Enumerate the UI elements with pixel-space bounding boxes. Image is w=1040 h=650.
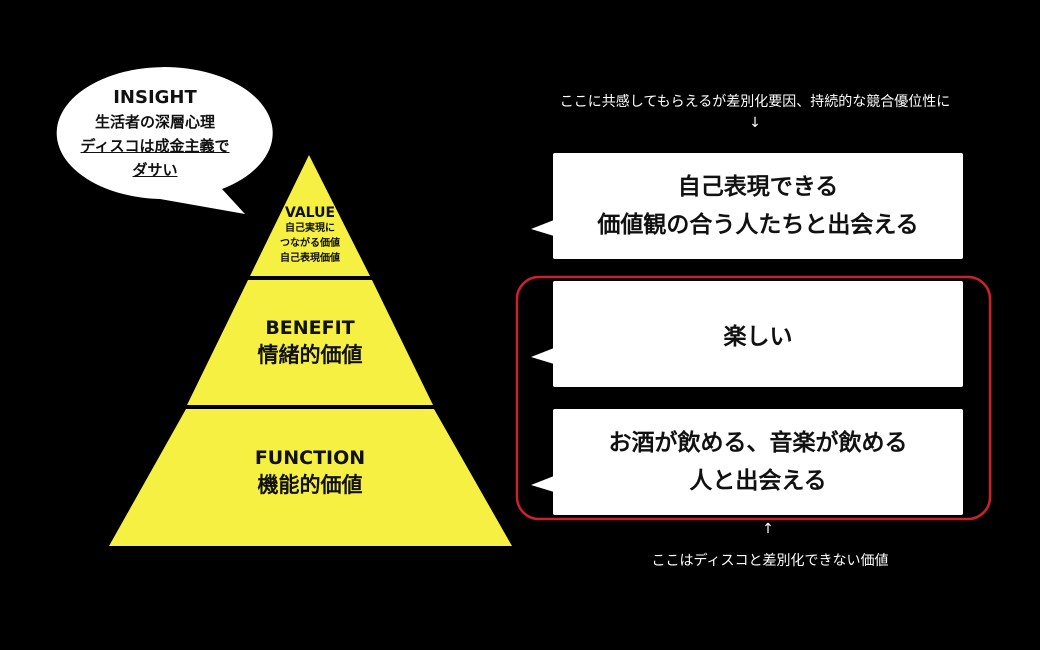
value-description-box: 自己表現できる 価値観の合う人たちと出会える [553,153,963,259]
pyramid-tier-function [109,409,512,546]
function-description-line-2: 人と出会える [689,468,827,494]
top-note: ここに共感してもらえるが差別化要因、持続的な競合優位性に [559,94,951,110]
bottom-note: ここはディスコと差別化できない価値 [651,553,889,569]
insight-speech-bubble [56,67,273,214]
pyramid-tier-value [250,155,370,276]
function-title: FUNCTION [254,447,366,469]
value-description-line-1: 自己表現できる [677,174,839,200]
value-tier-label: VALUE 自己実現に つながる価値 自己表現価値 [260,205,360,266]
function-description-box: お酒が飲める、音楽が飲める 人と出会える [553,409,963,515]
insight-line-3: ダサい [132,161,178,179]
insight-line-2: ディスコは成金主義で [80,137,230,155]
function-tier-label: FUNCTION 機能的価値 [200,446,420,500]
function-subtitle: 機能的価値 [257,473,363,497]
benefit-box-pointer [531,348,554,364]
value-sub-1: 自己実現に [285,223,335,234]
value-sub-3: 自己表現価値 [280,253,340,264]
benefit-tier-label: BENEFIT 情緒的価値 [220,316,400,370]
insight-text: INSIGHT 生活者の深層心理 ディスコは成金主義で ダサい [55,86,255,182]
up-arrow-icon: ↑ [762,521,774,537]
value-sub-2: つながる価値 [280,238,340,249]
benefit-title: BENEFIT [265,317,355,339]
down-arrow-icon: ↓ [749,115,761,131]
insight-title: INSIGHT [113,87,197,108]
value-title: VALUE [284,205,336,221]
highlight-frame [515,275,992,521]
value-box-pointer [531,220,554,236]
benefit-description-line-1: 楽しい [723,324,793,350]
function-box-pointer [531,476,554,492]
function-description-line-1: お酒が飲める、音楽が飲める [608,430,908,456]
pyramid-tier-benefit [187,280,433,405]
value-description-line-2: 価値観の合う人たちと出会える [597,212,919,238]
benefit-subtitle: 情緒的価値 [257,343,363,367]
benefit-description-box: 楽しい [553,281,963,387]
insight-line-1: 生活者の深層心理 [94,113,215,131]
